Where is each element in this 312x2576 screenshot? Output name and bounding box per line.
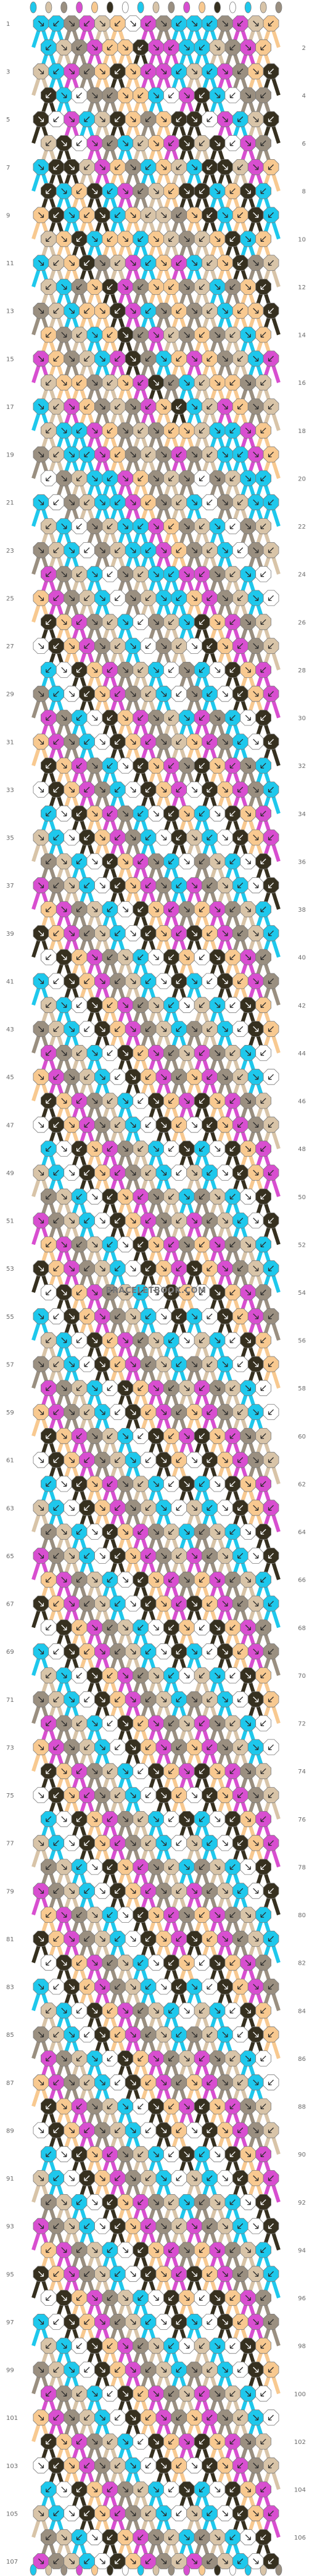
knot-arrow-icon xyxy=(207,116,213,122)
knot-arrow-icon xyxy=(229,44,236,51)
knot-arrow-icon xyxy=(191,68,197,75)
strand-end-top xyxy=(91,1,98,14)
knot-arrow-icon xyxy=(160,68,167,75)
strand-end-top xyxy=(152,1,160,14)
knot-arrow-icon xyxy=(268,68,274,75)
knot-arrow-icon xyxy=(268,20,274,27)
knot-arrow-icon xyxy=(61,92,67,99)
knot-arrow-icon xyxy=(84,116,90,122)
knot-arrow-icon xyxy=(176,20,182,27)
knot-arrow-icon xyxy=(145,68,152,75)
knot-arrow-icon xyxy=(68,116,75,122)
knot-arrow-icon xyxy=(122,44,128,51)
knot-arrow-icon xyxy=(84,68,90,75)
knot-arrow-icon xyxy=(168,92,174,99)
knot-arrow-icon xyxy=(168,44,174,51)
strand-end-top xyxy=(121,1,129,14)
knot-arrow-icon xyxy=(99,116,105,122)
knot-arrow-icon xyxy=(115,116,121,122)
knot-arrow-icon xyxy=(53,116,59,122)
knot-arrow-icon xyxy=(115,68,121,75)
strand-end-top xyxy=(229,1,236,14)
knot-arrow-icon xyxy=(245,44,251,51)
knot-arrow-icon xyxy=(222,20,228,27)
knot-arrow-icon xyxy=(145,20,152,27)
knot-arrow-icon xyxy=(46,44,52,51)
knot-arrow-icon xyxy=(237,68,244,75)
knot-arrow-icon xyxy=(99,68,105,75)
knot-arrow-icon xyxy=(176,68,182,75)
knot-arrow-icon xyxy=(253,68,259,75)
knot-arrow-icon xyxy=(107,92,113,99)
knot-arrow-icon xyxy=(184,44,190,51)
knot-arrow-icon xyxy=(207,68,213,75)
knot-arrow-icon xyxy=(92,44,98,51)
strand-end-top xyxy=(168,1,175,14)
strand-end-top xyxy=(183,1,191,14)
knot-arrow-icon xyxy=(160,116,167,122)
knot-arrow-icon xyxy=(46,92,52,99)
knot-arrow-icon xyxy=(115,20,121,27)
knot-arrow-icon xyxy=(153,44,159,51)
knot-arrow-icon xyxy=(184,92,190,99)
knot-arrow-icon xyxy=(38,20,44,27)
knot-arrow-icon xyxy=(130,116,136,122)
strand-end-top xyxy=(199,1,206,14)
knot-arrow-icon xyxy=(145,116,152,122)
strand-end-top xyxy=(106,1,113,14)
knot-arrow-icon xyxy=(76,44,83,51)
knot-arrow-icon xyxy=(160,20,167,27)
knot-arrow-icon xyxy=(215,44,221,51)
knot-arrow-icon xyxy=(107,44,113,51)
knot-arrow-icon xyxy=(199,44,205,51)
knot-arrow-icon xyxy=(260,92,266,99)
knot-arrow-icon xyxy=(53,20,59,27)
knot-arrow-icon xyxy=(260,44,266,51)
strand-end-top xyxy=(60,1,68,14)
knot-arrow-icon xyxy=(207,20,213,27)
knot-arrow-icon xyxy=(122,92,128,99)
knot-arrow-icon xyxy=(68,68,75,75)
strand-end-top xyxy=(260,1,267,14)
strand-end-top xyxy=(137,1,144,14)
knot-arrow-icon xyxy=(130,68,136,75)
knot-arrow-icon xyxy=(53,68,59,75)
knot-arrow-icon xyxy=(176,116,182,122)
strand-end-top xyxy=(214,1,221,14)
knot-arrow-icon xyxy=(92,92,98,99)
strand-end-top xyxy=(76,1,83,14)
knot-arrow-icon xyxy=(199,92,205,99)
knot-arrow-icon xyxy=(138,92,144,99)
knot-arrow-icon xyxy=(215,92,221,99)
strand-end-top xyxy=(244,1,252,14)
knot-arrow-icon xyxy=(253,20,259,27)
knot-arrow-icon xyxy=(138,44,144,51)
strand-end-top xyxy=(45,1,52,14)
knot-arrow-icon xyxy=(68,20,75,27)
strand-end-top xyxy=(275,1,282,14)
knot-arrow-icon xyxy=(191,116,197,122)
knot-arrow-icon xyxy=(191,20,197,27)
knot-arrow-icon xyxy=(38,68,44,75)
knot-arrow-icon xyxy=(99,20,105,27)
knot-arrow-icon xyxy=(38,116,44,122)
strand-end-top xyxy=(30,1,37,14)
knot-arrow-icon xyxy=(84,20,90,27)
knot-grid xyxy=(33,15,279,2569)
knot-arrow-icon xyxy=(76,92,83,99)
knot-arrow-icon xyxy=(222,68,228,75)
knot-arrow-icon xyxy=(237,20,244,27)
knot-arrow-icon xyxy=(130,20,136,27)
knot-arrow-icon xyxy=(61,44,67,51)
knot-arrow-icon xyxy=(229,92,236,99)
knot-arrow-icon xyxy=(245,92,251,99)
knot-arrow-icon xyxy=(153,92,159,99)
